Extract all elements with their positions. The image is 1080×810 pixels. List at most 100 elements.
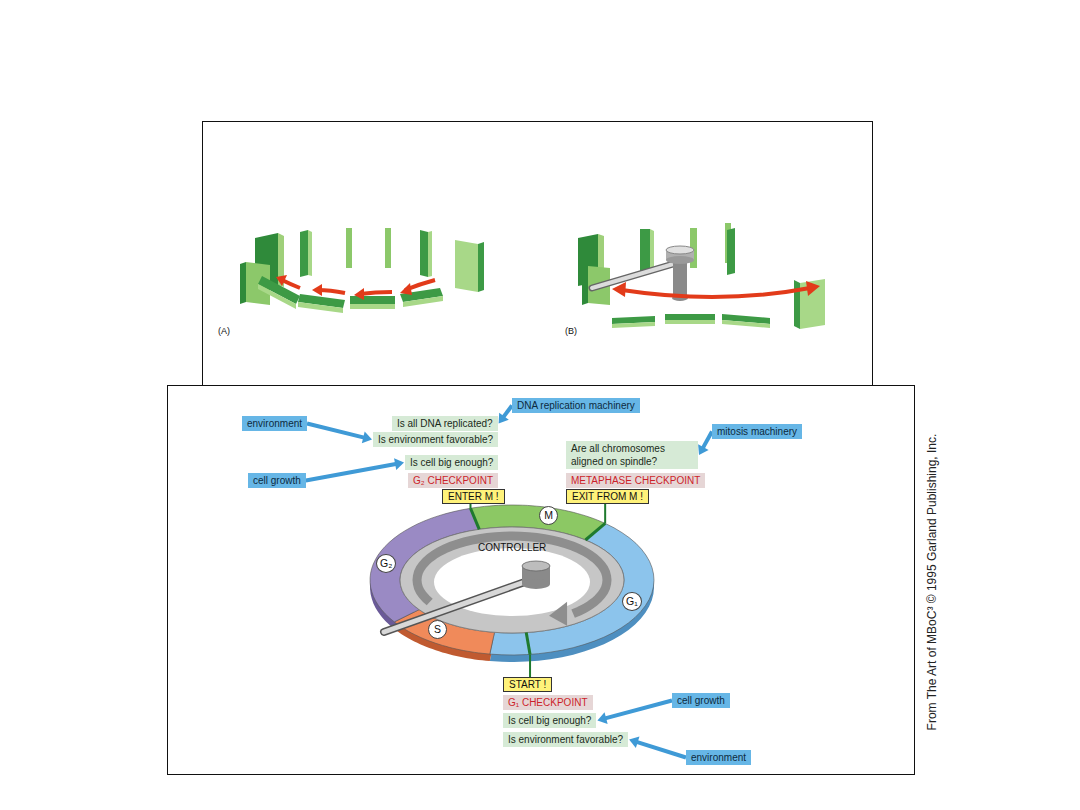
- node-text: EXIT FROM M !: [572, 491, 643, 502]
- drawing-shape: [470, 508, 479, 529]
- arrow-line: [636, 742, 686, 758]
- drawing-shape: [592, 262, 680, 288]
- drawing-shape: [529, 654, 531, 677]
- node-text: G₂: [380, 557, 392, 569]
- node-text: environment: [247, 418, 302, 429]
- question-box: Is environment favorable?: [373, 432, 498, 447]
- drawing-shape: [240, 228, 484, 313]
- drawing-shape: [346, 228, 352, 268]
- drawing-shape: [282, 280, 300, 288]
- checkpoint-label: G₂ CHECKPOINT: [408, 473, 498, 488]
- node-text: mitosis machinery: [717, 426, 797, 437]
- input-arrow-box: cell growth: [672, 693, 730, 708]
- drawing-shape: [420, 230, 428, 277]
- drawing-shape: [666, 256, 694, 264]
- node-text: Are all chromosomes aligned on spindle?: [571, 443, 665, 467]
- drawing-shape: [258, 284, 296, 309]
- drawing-shape: [585, 523, 605, 540]
- arrow-line: [702, 432, 712, 449]
- node-text: METAPHASE CHECKPOINT: [571, 475, 700, 486]
- drawing-shape: [298, 302, 343, 313]
- drawing-shape: [417, 536, 607, 614]
- controller-label: CONTROLLER: [478, 542, 546, 553]
- drawing-shape: [727, 228, 735, 275]
- panel-letter: (B): [565, 326, 577, 336]
- node-text: G₁ CHECKPOINT: [508, 697, 588, 708]
- drawing-shape: [592, 262, 680, 288]
- transition-box: ENTER M !: [442, 489, 505, 504]
- panel-letter: (A): [218, 326, 230, 336]
- node-text: cell growth: [253, 475, 301, 486]
- question-box: Is environment favorable?: [503, 732, 628, 747]
- drawing-shape: [168, 386, 915, 775]
- drawing-shape: [370, 504, 654, 677]
- drawing-shape: [522, 561, 550, 571]
- input-arrow-box: mitosis machinery: [712, 424, 802, 439]
- drawing-shape: [469, 504, 471, 508]
- node-text: DNA replication machinery: [517, 400, 635, 411]
- node-text: M: [544, 509, 553, 521]
- arrow-line: [604, 701, 672, 719]
- drawing-shape: [665, 320, 715, 324]
- node-text: Is all DNA replicated?: [397, 418, 493, 429]
- node-text: Is environment favorable?: [508, 734, 623, 745]
- drawing-shape: [640, 229, 650, 272]
- question-box: Is all DNA replicated?: [392, 416, 498, 431]
- checkpoint-label: G₁ CHECKPOINT: [503, 695, 593, 710]
- drawing-shape: [276, 275, 287, 286]
- input-arrow: [698, 432, 712, 456]
- drawing-shape: [400, 283, 412, 295]
- input-arrow-box: environment: [686, 750, 751, 765]
- node-text: environment: [691, 752, 746, 763]
- input-arrow-box: environment: [242, 416, 307, 431]
- input-arrow-box: DNA replication machinery: [512, 398, 640, 413]
- checkpoint-label: METAPHASE CHECKPOINT: [566, 473, 705, 488]
- drawing-shape: [354, 288, 364, 300]
- drawing-shape: [403, 296, 443, 307]
- drawing-shape: [549, 602, 567, 626]
- question-box: Are all chromosomes aligned on spindle?: [566, 441, 698, 469]
- drawing-shape: [360, 292, 392, 294]
- node-text: Is cell big enough?: [410, 457, 493, 468]
- input-arrow-box: cell growth: [248, 473, 306, 488]
- drawing-shape: [794, 280, 800, 329]
- input-arrow: [307, 424, 372, 444]
- drawing-shape: [455, 240, 478, 292]
- drawing-shape: [385, 228, 391, 268]
- drawing-shape: [312, 284, 322, 296]
- question-box: Is cell big enough?: [405, 455, 498, 470]
- drawing-shape: [350, 304, 395, 309]
- drawing-shape: [478, 242, 484, 292]
- node-text: S: [434, 623, 441, 635]
- phase-marker: M: [539, 506, 558, 525]
- node-text: cell growth: [677, 695, 725, 706]
- drawing-shape: [665, 314, 715, 320]
- drawing-shape: [612, 282, 626, 297]
- arrow-line: [503, 406, 512, 418]
- drawing-shape: [604, 504, 606, 523]
- arrow-line: [307, 424, 365, 438]
- drawing-shape: [522, 579, 550, 589]
- drawing-shape: [582, 266, 588, 305]
- transition-box: START !: [503, 677, 552, 692]
- drawing-shape: [350, 296, 395, 304]
- node-text: G₁: [626, 595, 638, 607]
- drawing-shape: [578, 223, 825, 329]
- node-text: Is environment favorable?: [378, 434, 493, 445]
- drawing-shape: [612, 322, 655, 328]
- drawing-shape: [203, 122, 873, 386]
- question-box: Is cell big enough?: [503, 713, 596, 728]
- drawing-shape: [428, 231, 432, 277]
- phase-marker: G₁: [622, 592, 642, 611]
- drawing-shape: [800, 279, 825, 329]
- node-text: Is cell big enough?: [508, 715, 591, 726]
- copyright-note: From The Art of MBoC³ © 1995 Garland Pub…: [925, 434, 939, 731]
- node-text: ENTER M !: [448, 491, 499, 502]
- drawing-shape: [806, 281, 820, 296]
- node-text: G₂ CHECKPOINT: [413, 475, 493, 486]
- drawing-shape: [308, 230, 312, 276]
- input-arrow: [306, 458, 404, 480]
- drawing-shape: [650, 229, 654, 272]
- input-arrow: [597, 701, 672, 724]
